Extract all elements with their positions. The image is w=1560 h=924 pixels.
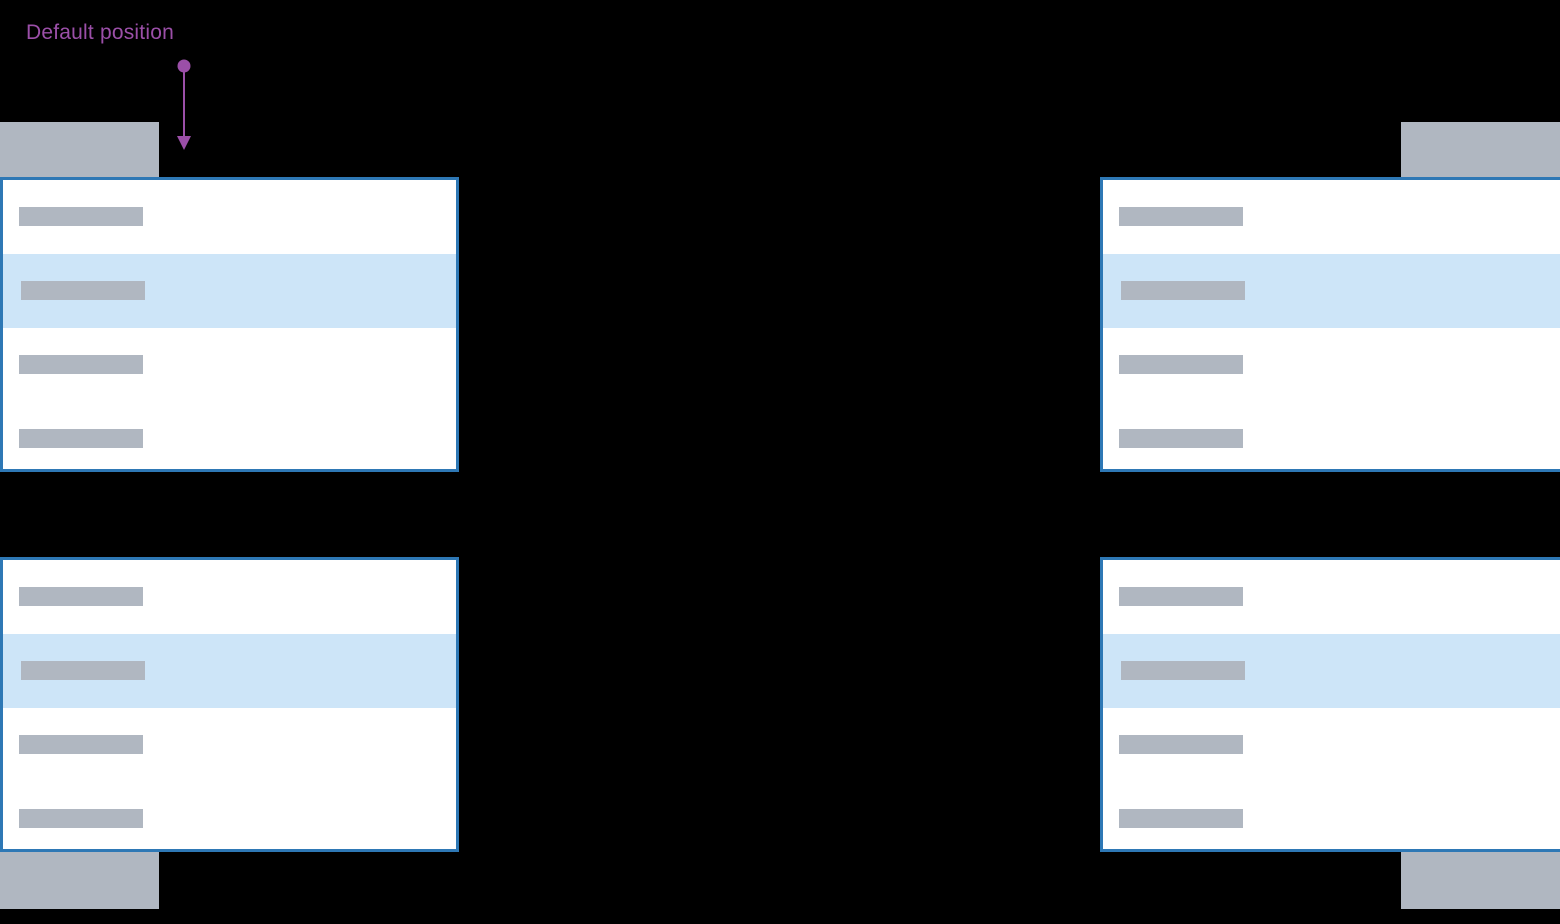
row-placeholder-bar [19,207,143,226]
dropdown-row[interactable] [1103,328,1560,402]
dropdown-row[interactable] [3,708,456,782]
dropdown-row[interactable] [1103,180,1560,254]
row-placeholder-bar [21,661,145,680]
row-placeholder-bar [19,355,143,374]
dropdown-row[interactable] [1103,708,1560,782]
row-placeholder-bar [21,281,145,300]
default-position-arrow-icon [166,56,204,160]
row-placeholder-bar [1119,587,1243,606]
row-placeholder-bar [1121,661,1245,680]
dropdown-row[interactable] [1103,782,1560,849]
dropdown-panel-top-left [0,177,459,472]
default-position-label: Default position [26,21,174,44]
dropdown-row[interactable] [1103,560,1560,634]
dropdown-row[interactable] [1103,402,1560,469]
row-placeholder-bar [19,429,143,448]
dropdown-row-selected[interactable] [3,634,456,708]
dropdown-panel-bottom-left [0,557,459,852]
row-placeholder-bar [1121,281,1245,300]
row-placeholder-bar [19,735,143,754]
dropdown-row[interactable] [3,328,456,402]
dropdown-row-selected[interactable] [1103,634,1560,708]
dropdown-row-selected[interactable] [1103,254,1560,328]
row-placeholder-bar [1119,207,1243,226]
row-placeholder-bar [1119,355,1243,374]
dropdown-row[interactable] [3,782,456,849]
dropdown-panel-bottom-right [1100,557,1560,852]
row-placeholder-bar [19,809,143,828]
dropdown-row[interactable] [3,180,456,254]
anchor-block-bottom-right[interactable] [1401,852,1560,909]
row-placeholder-bar [1119,809,1243,828]
row-placeholder-bar [19,587,143,606]
anchor-block-top-left[interactable] [0,122,159,177]
anchor-block-top-right[interactable] [1401,122,1560,177]
row-placeholder-bar [1119,735,1243,754]
row-placeholder-bar [1119,429,1243,448]
dropdown-row[interactable] [3,402,456,469]
anchor-block-bottom-left[interactable] [0,852,159,909]
dropdown-row[interactable] [3,560,456,634]
dropdown-row-selected[interactable] [3,254,456,328]
dropdown-panel-top-right [1100,177,1560,472]
